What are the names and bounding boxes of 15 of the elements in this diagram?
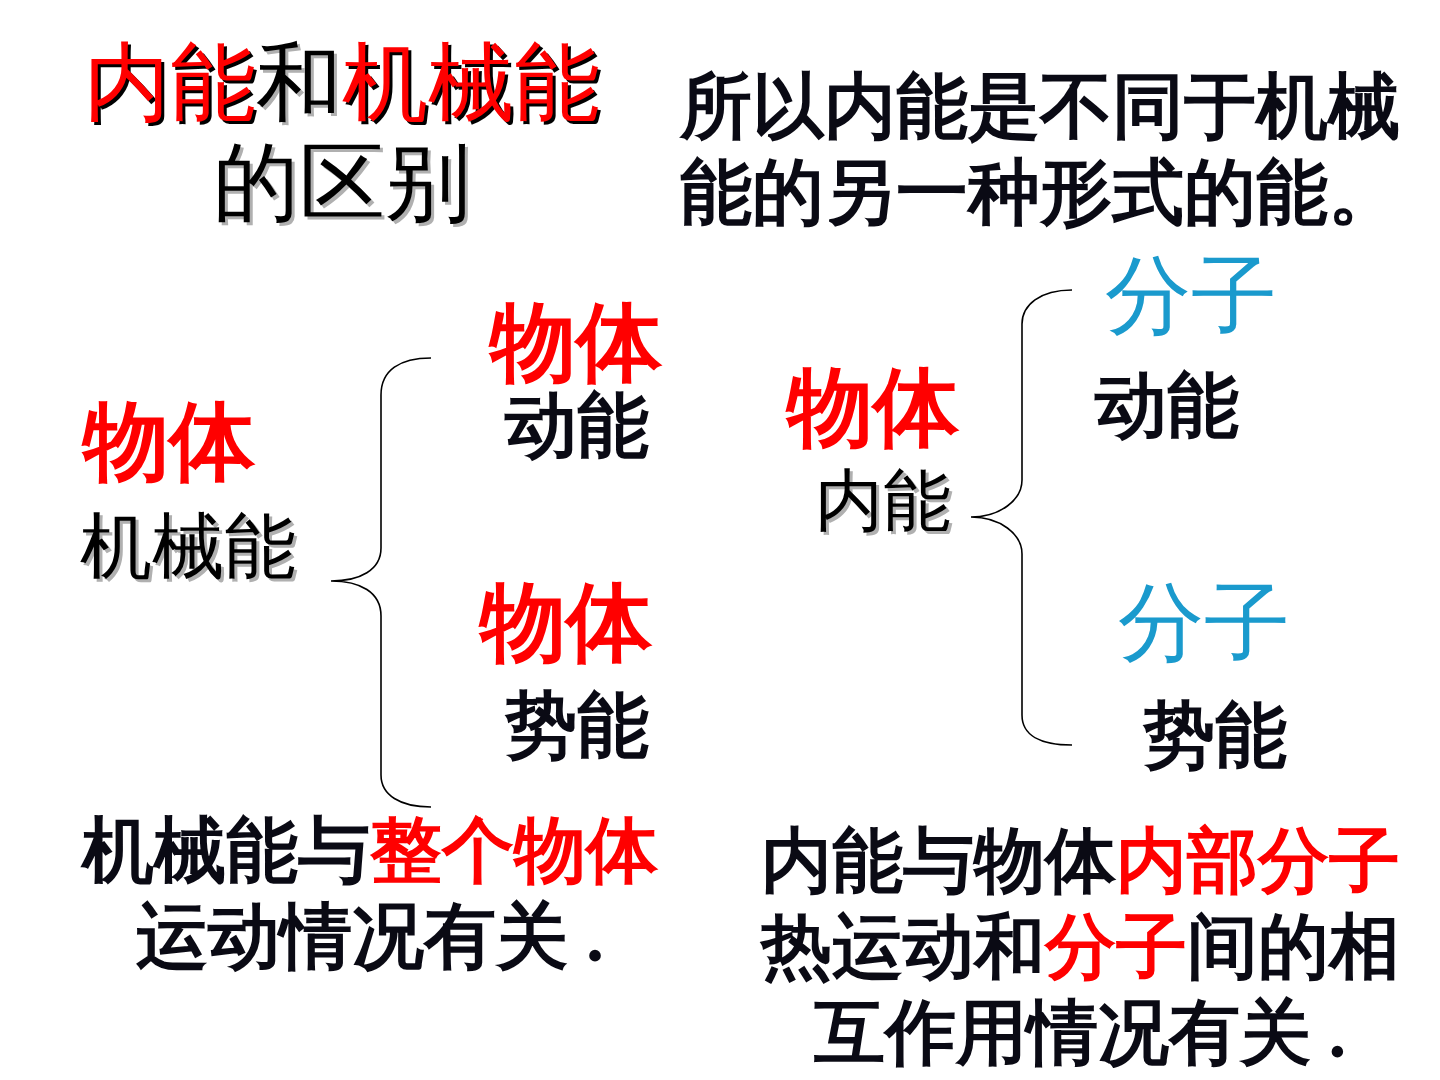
term-label: 势能 (1143, 695, 1287, 778)
term-label: 动能 (505, 385, 649, 468)
term-label: 物体 (480, 574, 652, 673)
note-text: 所以内能是不同于机械能的另一种形式的能。 (680, 66, 1401, 235)
term-label: 机械能 (80, 506, 296, 589)
title: 内能和机械能的区别 (83, 34, 601, 233)
term-label: 物体 (83, 393, 255, 492)
note-text: 机械能与整个物体运动情况有关 . (79, 810, 659, 979)
term-label: 势能 (505, 685, 649, 768)
term-label: 分子 (1118, 574, 1290, 673)
term-label: 内能 (815, 462, 951, 541)
term-label: 物体 (787, 359, 959, 458)
term-label: 动能 (1095, 365, 1239, 448)
note-text: 内能与物体内部分子热运动和分子间的相互作用情况有关 . (759, 821, 1401, 1074)
term-label: 分子 (1105, 247, 1277, 346)
